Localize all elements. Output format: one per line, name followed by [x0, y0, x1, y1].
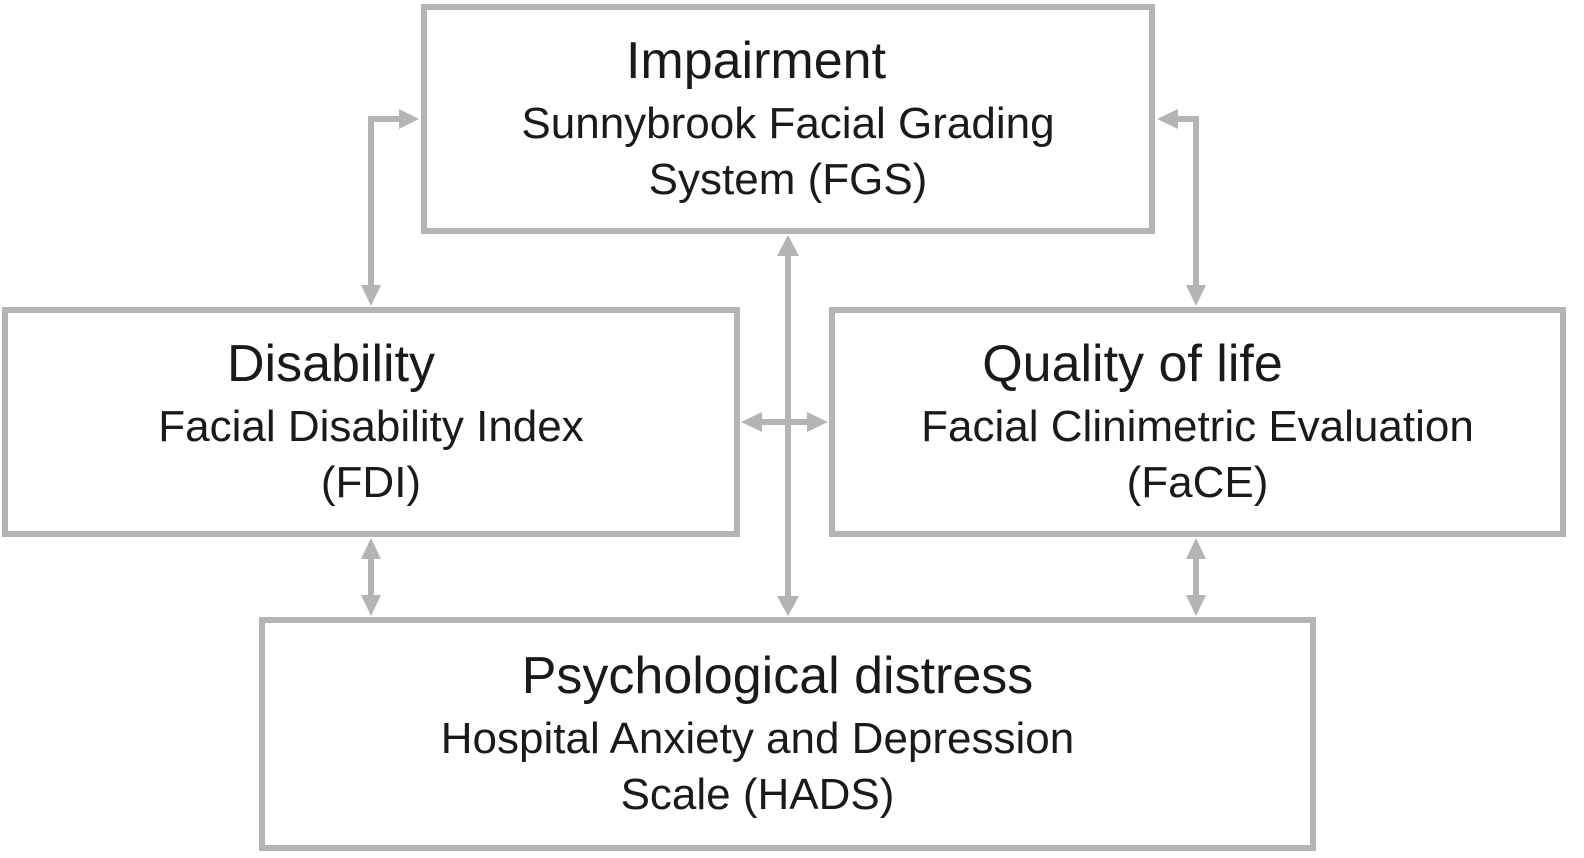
psychological-distress-measure-line1: Hospital Anxiety and Depression	[440, 714, 1075, 763]
impairment-box: Impairment Sunnybrook Facial Grading Sys…	[421, 4, 1155, 234]
arrowhead	[777, 596, 799, 616]
psychological-distress-title: Psychological distress	[521, 647, 1034, 705]
arrowhead	[777, 235, 799, 256]
arrowhead	[1186, 285, 1206, 306]
quality-of-life-title: Quality of life	[982, 335, 1283, 393]
arrowhead	[361, 595, 381, 616]
disability-box: Disability Facial Disability Index (FDI)	[2, 307, 740, 537]
impairment-measure-line1: Sunnybrook Facial Grading	[521, 99, 1055, 148]
arrowhead	[1186, 595, 1206, 616]
impairment-measure-line2: System (FGS)	[648, 155, 928, 204]
psychological-distress-measure-line2: Scale (HADS)	[620, 770, 895, 819]
arrowhead	[361, 285, 381, 306]
arrowhead	[1186, 538, 1206, 559]
psychological-distress-box: Psychological distress Hospital Anxiety …	[259, 617, 1316, 851]
quality-of-life-box: Quality of life Facial Clinimetric Evalu…	[829, 307, 1566, 537]
arrowhead	[741, 412, 762, 432]
disability-measure-line2: (FDI)	[320, 458, 422, 507]
arrow-impairment-disability	[368, 116, 402, 288]
impairment-title: Impairment	[625, 32, 887, 90]
quality-of-life-measure-line1: Facial Clinimetric Evaluation	[921, 402, 1474, 451]
disability-measure-line1: Facial Disability Index	[158, 402, 584, 451]
arrowhead	[361, 538, 381, 559]
arrowhead	[399, 109, 419, 129]
quality-of-life-measure-line2: (FaCE)	[1126, 458, 1269, 507]
arrow-impairment-quality-of-life	[1175, 116, 1199, 288]
arrowhead	[807, 412, 828, 432]
disability-title: Disability	[226, 335, 436, 393]
arrowhead	[1157, 109, 1178, 129]
